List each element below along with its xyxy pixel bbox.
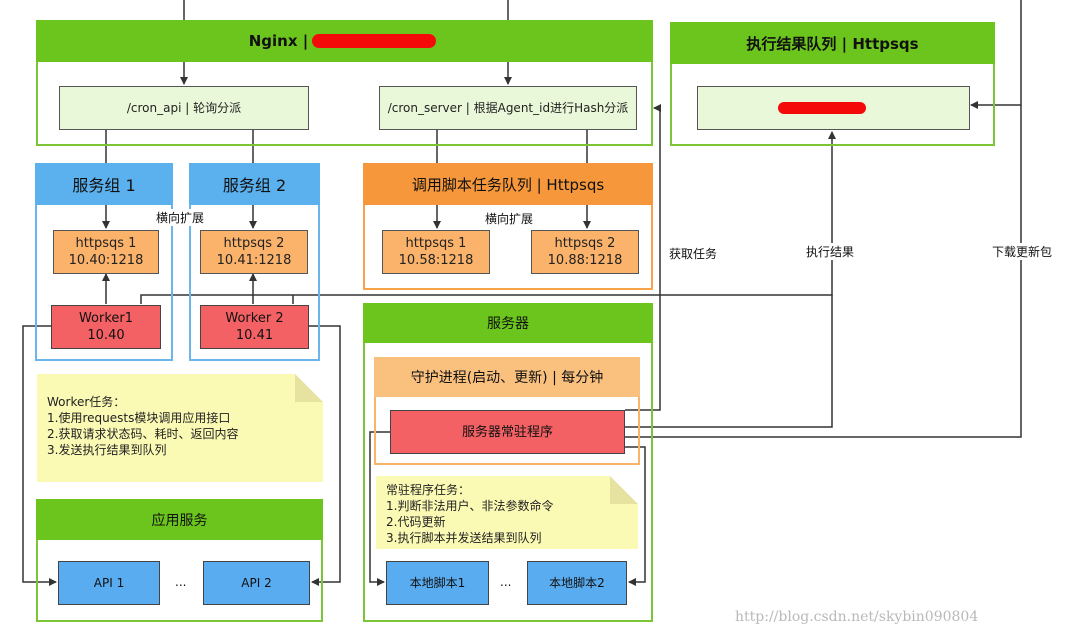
service-group-1-header: 服务组 1 <box>35 163 173 205</box>
api-2-node: API 2 <box>203 561 310 605</box>
worker-2-node: Worker 2 10.41 <box>200 305 309 349</box>
httpsqs-1-node: httpsqs 1 10.40:1218 <box>53 230 159 274</box>
watermark: http://blog.csdn.net/skybin090804 <box>735 609 979 625</box>
local-script-2-node: 本地脚本2 <box>527 561 627 605</box>
cron-api-node: /cron_api | 轮询分派 <box>59 86 309 130</box>
worker-1-node: Worker1 10.40 <box>51 305 161 349</box>
task-httpsqs-1-node: httpsqs 1 10.58:1218 <box>382 230 490 274</box>
daemon-header: 守护进程(启动、更新) | 每分钟 <box>374 357 640 397</box>
app-service-header: 应用服务 <box>36 499 323 540</box>
scripts-ellipsis: ... <box>500 575 512 589</box>
task-queue-scale-label: 横向扩展 <box>485 212 534 226</box>
local-script-1-node: 本地脚本1 <box>386 561 489 605</box>
result-queue-title: 执行结果队列 | Httpsqs <box>746 34 919 53</box>
service-group-1-title: 服务组 1 <box>72 176 136 195</box>
resident-program-node: 服务器常驻程序 <box>390 410 625 454</box>
daemon-title: 守护进程(启动、更新) | 每分钟 <box>410 370 604 386</box>
service-group-2-header: 服务组 2 <box>189 163 320 205</box>
nginx-title: Nginx | <box>248 32 309 50</box>
get-task-label: 获取任务 <box>669 247 718 261</box>
note-fold-corner <box>295 374 323 402</box>
redaction-mark <box>312 34 436 48</box>
redaction-mark <box>778 102 866 114</box>
server-header: 服务器 <box>363 303 653 343</box>
note-fold-corner <box>610 476 638 504</box>
app-service-title: 应用服务 <box>151 512 208 529</box>
cron-server-node: /cron_server | 根据Agent_id进行Hash分派 <box>379 86 637 130</box>
exec-result-label: 执行结果 <box>806 243 855 260</box>
service-group-2-title: 服务组 2 <box>222 176 287 195</box>
api-ellipsis: ... <box>175 575 187 589</box>
task-queue-title: 调用脚本任务队列 | Httpsqs <box>411 175 605 194</box>
server-title: 服务器 <box>487 316 529 332</box>
task-httpsqs-2-node: httpsqs 2 10.88:1218 <box>531 230 639 274</box>
resident-task-note: 常驻程序任务： 1.判断非法用户、非法参数命令 2.代码更新 3.执行脚本并发送… <box>376 476 638 549</box>
download-label: 下载更新包 <box>992 243 1053 260</box>
task-queue-header: 调用脚本任务队列 | Httpsqs <box>363 163 653 205</box>
httpsqs-2-node: httpsqs 2 10.41:1218 <box>200 230 308 274</box>
worker-task-note: Worker任务： 1.使用requests模块调用应用接口 2.获取请求状态码… <box>37 374 323 482</box>
api-1-node: API 1 <box>58 561 160 605</box>
scale-label: 横向扩展 <box>156 209 205 226</box>
result-queue-header: 执行结果队列 | Httpsqs <box>670 22 995 64</box>
